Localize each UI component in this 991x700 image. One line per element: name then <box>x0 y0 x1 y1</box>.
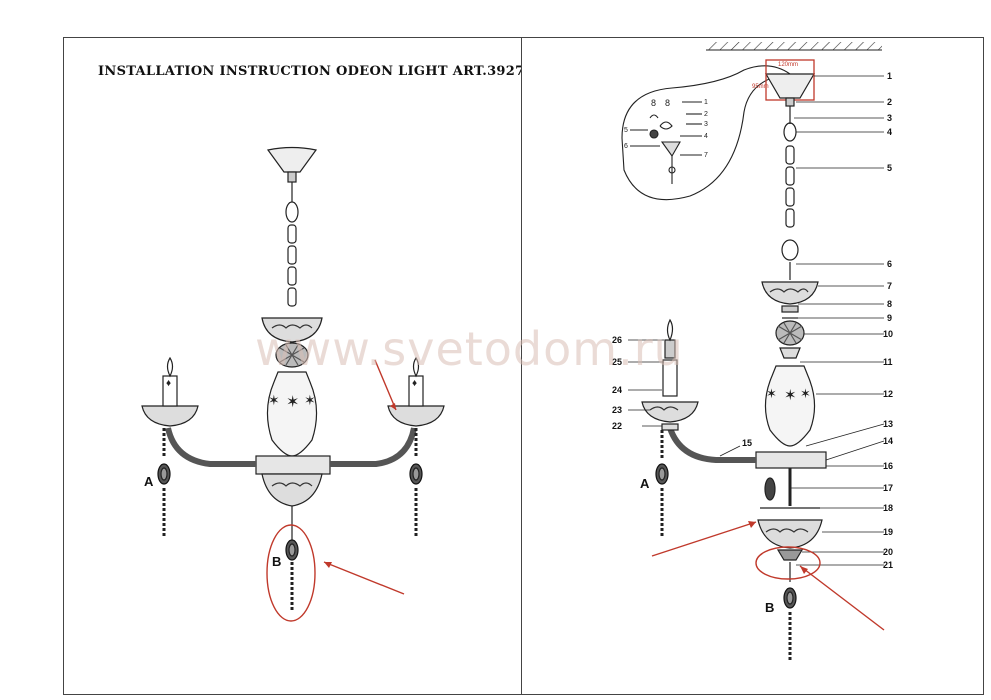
svg-text:✶: ✶ <box>268 392 280 408</box>
callout-24: 24 <box>612 385 622 395</box>
callout-19: 19 <box>883 527 893 537</box>
left-arm-arrow <box>374 359 397 411</box>
left-annotation-arrow <box>323 561 405 595</box>
callout-2: 2 <box>887 97 892 107</box>
callout-21: 21 <box>883 560 893 570</box>
label-b-left: B <box>272 554 281 569</box>
detail-callout-1: 1 <box>704 99 708 106</box>
callout-20: 20 <box>883 547 893 557</box>
svg-text:✶: ✶ <box>784 387 797 404</box>
left-chandelier: ✶ ✶ ✶ ♦ ♦ <box>141 146 445 612</box>
left-vase <box>266 371 318 457</box>
callout-13: 13 <box>883 419 893 429</box>
svg-text:✶: ✶ <box>304 392 316 408</box>
svg-text:♦: ♦ <box>166 378 171 389</box>
leader-lines <box>628 75 885 566</box>
callout-16: 16 <box>883 461 893 471</box>
instruction-title: INSTALLATION INSTRUCTION ODEON LIGHT ART… <box>98 64 539 79</box>
left-hub <box>255 455 331 475</box>
callout-25: 25 <box>612 357 622 367</box>
ceiling-hatch <box>706 42 882 50</box>
callout-11: 11 <box>883 357 893 367</box>
left-highlight-ellipse <box>266 524 316 622</box>
left-top-bowl <box>261 317 323 343</box>
detail-callout-4: 4 <box>704 133 708 140</box>
label-a-right: A <box>640 476 650 491</box>
right-canopy <box>764 73 816 99</box>
right-annotation-arrow-1 <box>651 521 757 557</box>
detail-callout-2: 2 <box>704 111 708 118</box>
svg-text:✶: ✶ <box>286 394 299 411</box>
right-panel <box>521 37 984 695</box>
left-chain <box>285 182 299 307</box>
callout-12: 12 <box>883 389 893 399</box>
callout-1: 1 <box>887 71 892 81</box>
detail-callout-7: 7 <box>704 152 708 159</box>
label-a-left: A <box>144 474 154 489</box>
callout-numbers: 1 2 3 4 5 6 7 8 9 10 11 12 13 14 15 16 1… <box>612 71 893 570</box>
callout-9: 9 <box>887 313 892 323</box>
right-highlight-ellipse <box>755 546 821 580</box>
svg-text:✶: ✶ <box>800 386 811 401</box>
svg-text:✶: ✶ <box>766 386 777 401</box>
callout-23: 23 <box>612 405 622 415</box>
detail-callout-5: 5 <box>624 127 628 134</box>
detail-callout-3: 3 <box>704 121 708 128</box>
svg-text:8: 8 <box>665 98 670 108</box>
svg-text:8: 8 <box>651 98 656 108</box>
callout-15: 15 <box>742 438 752 448</box>
right-chandelier: ✶ ✶ ✶ <box>641 59 827 660</box>
dimension-width: 120mm <box>778 62 798 68</box>
callout-6: 6 <box>887 259 892 269</box>
svg-text:♦: ♦ <box>412 378 417 389</box>
label-b-right: B <box>765 600 774 615</box>
callout-10: 10 <box>883 329 893 339</box>
callout-26: 26 <box>612 335 622 345</box>
callout-4: 4 <box>887 127 892 137</box>
detail-callouts: 1 2 3 4 5 6 7 <box>624 99 708 159</box>
callout-18: 18 <box>883 503 893 513</box>
callout-7: 7 <box>887 281 892 291</box>
callout-5: 5 <box>887 163 892 173</box>
dimension-height: 95mm <box>752 84 769 90</box>
callout-3: 3 <box>887 113 892 123</box>
callout-14: 14 <box>883 436 893 446</box>
left-canopy <box>266 146 318 173</box>
left-lower-bowl <box>261 473 323 507</box>
callout-22: 22 <box>612 421 622 431</box>
callout-17: 17 <box>883 483 893 493</box>
right-annotation-arrow-2 <box>799 565 885 631</box>
detail-callout-6: 6 <box>624 143 628 150</box>
callout-8: 8 <box>887 299 892 309</box>
